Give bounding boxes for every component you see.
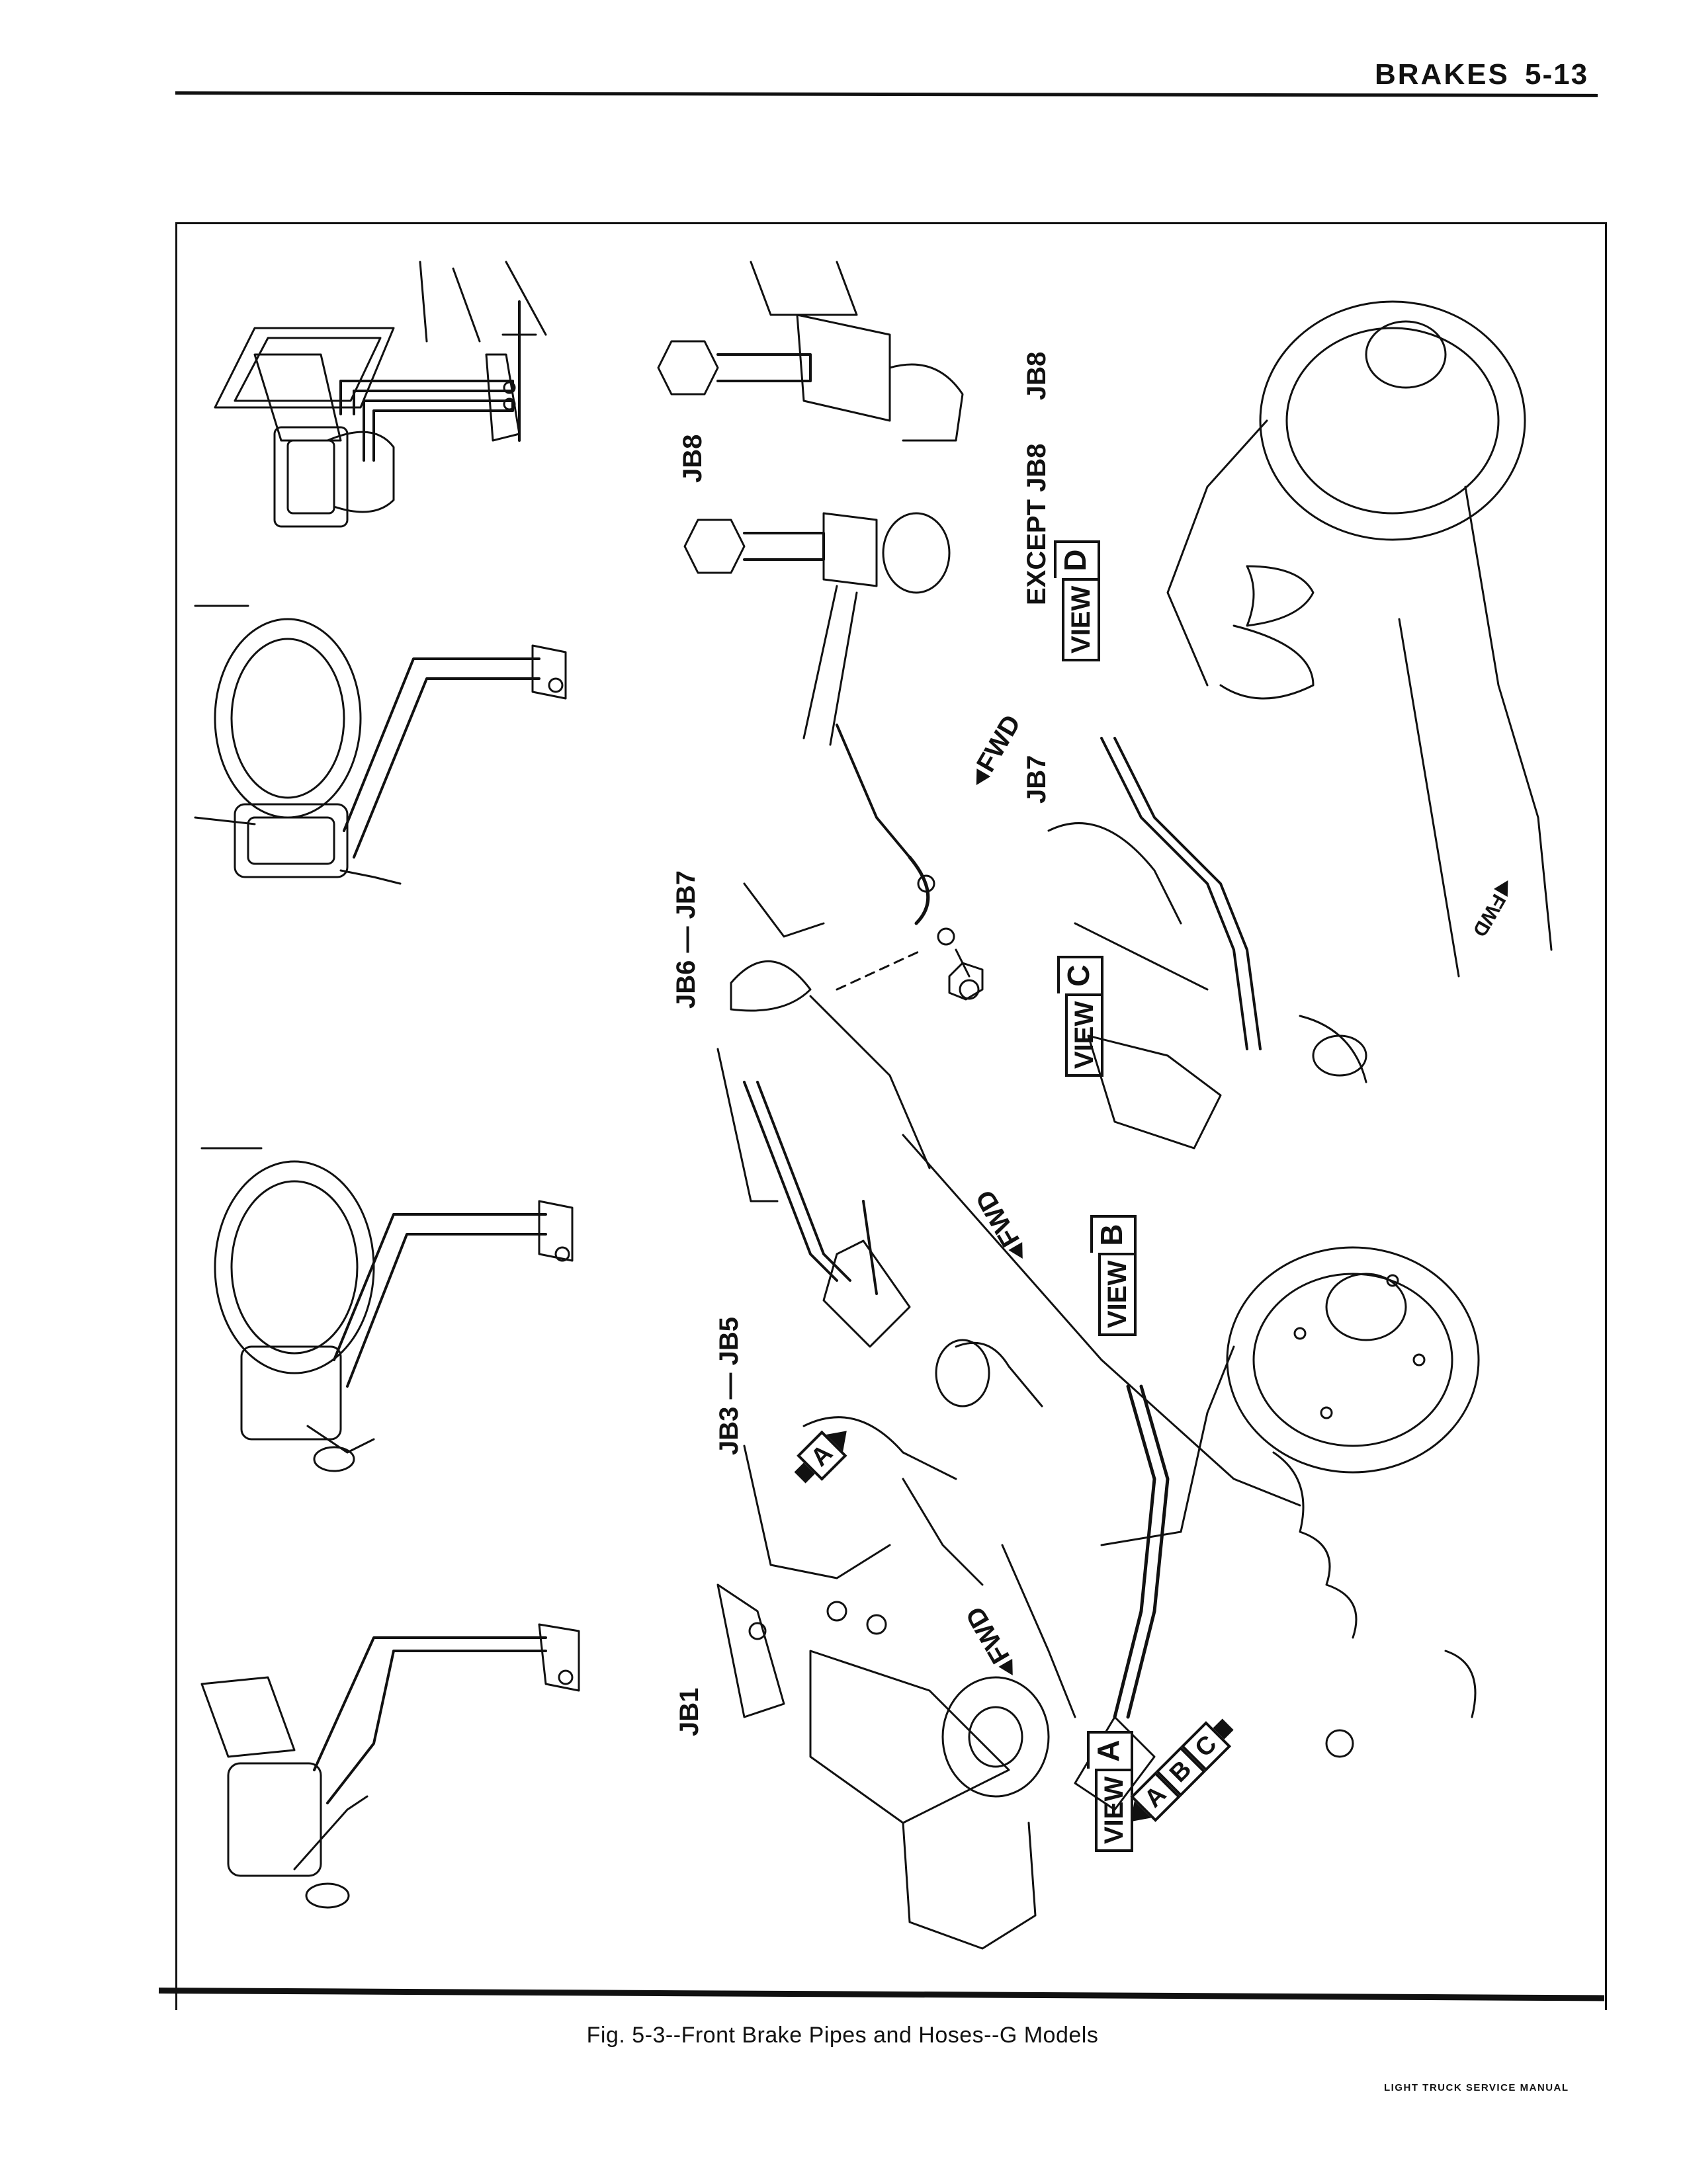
- booster-jb6-jb7-drawing: [194, 605, 567, 885]
- view-c-label: VIEW C: [1057, 955, 1103, 1077]
- view-a-steering-gear-drawing: [716, 1445, 1050, 1950]
- label-jb1: JB1: [675, 1687, 704, 1736]
- view-b-word: VIEW: [1098, 1252, 1137, 1336]
- view-d-label: VIEW D: [1054, 540, 1100, 661]
- view-c-word: VIEW: [1065, 993, 1103, 1077]
- figure-frame: [175, 222, 1607, 2010]
- header-rule: [175, 91, 1598, 97]
- view-b-letter: B: [1090, 1214, 1137, 1253]
- master-cylinder-jb8-drawing: [214, 261, 547, 528]
- label-jb8-view-d: JB8: [1022, 351, 1051, 400]
- master-cylinder-jb1-drawing: [200, 1623, 580, 1909]
- label-jb6-jb7: JB6 — JB7: [671, 870, 701, 1009]
- manual-footer: LIGHT TRUCK SERVICE MANUAL: [1384, 2082, 1569, 2093]
- view-b-valve-drawing: [716, 960, 1301, 1507]
- wheel-hub-disc-drawing: [1001, 1246, 1480, 1811]
- label-jb3-jb5: JB3 — JB5: [714, 1317, 744, 1455]
- booster-jb3-jb5-drawing: [200, 1147, 574, 1472]
- view-a-label: VIEW A: [1087, 1730, 1133, 1852]
- view-d-letter: D: [1054, 540, 1100, 578]
- brake-illustration: [194, 261, 1553, 1950]
- view-c-letter: C: [1057, 955, 1103, 993]
- view-d-hose-jb7-drawing: [743, 724, 984, 1001]
- figure-caption: Fig. 5-3--Front Brake Pipes and Hoses--G…: [586, 2023, 1099, 2048]
- view-d-word: VIEW: [1062, 577, 1100, 661]
- label-jb7: JB7: [1022, 755, 1051, 804]
- label-jb8-master-cylinder: JB8: [678, 434, 707, 483]
- view-a-letter: A: [1087, 1730, 1133, 1769]
- view-d-bolt-drawing: [657, 261, 964, 746]
- view-c-caliper-drawing: [1047, 300, 1553, 1150]
- page-number: 5-13: [1525, 58, 1589, 91]
- label-except-jb8: EXCEPT JB8: [1022, 443, 1051, 605]
- view-b-label: VIEW B: [1090, 1214, 1137, 1336]
- section-title: BRAKES: [1375, 58, 1510, 91]
